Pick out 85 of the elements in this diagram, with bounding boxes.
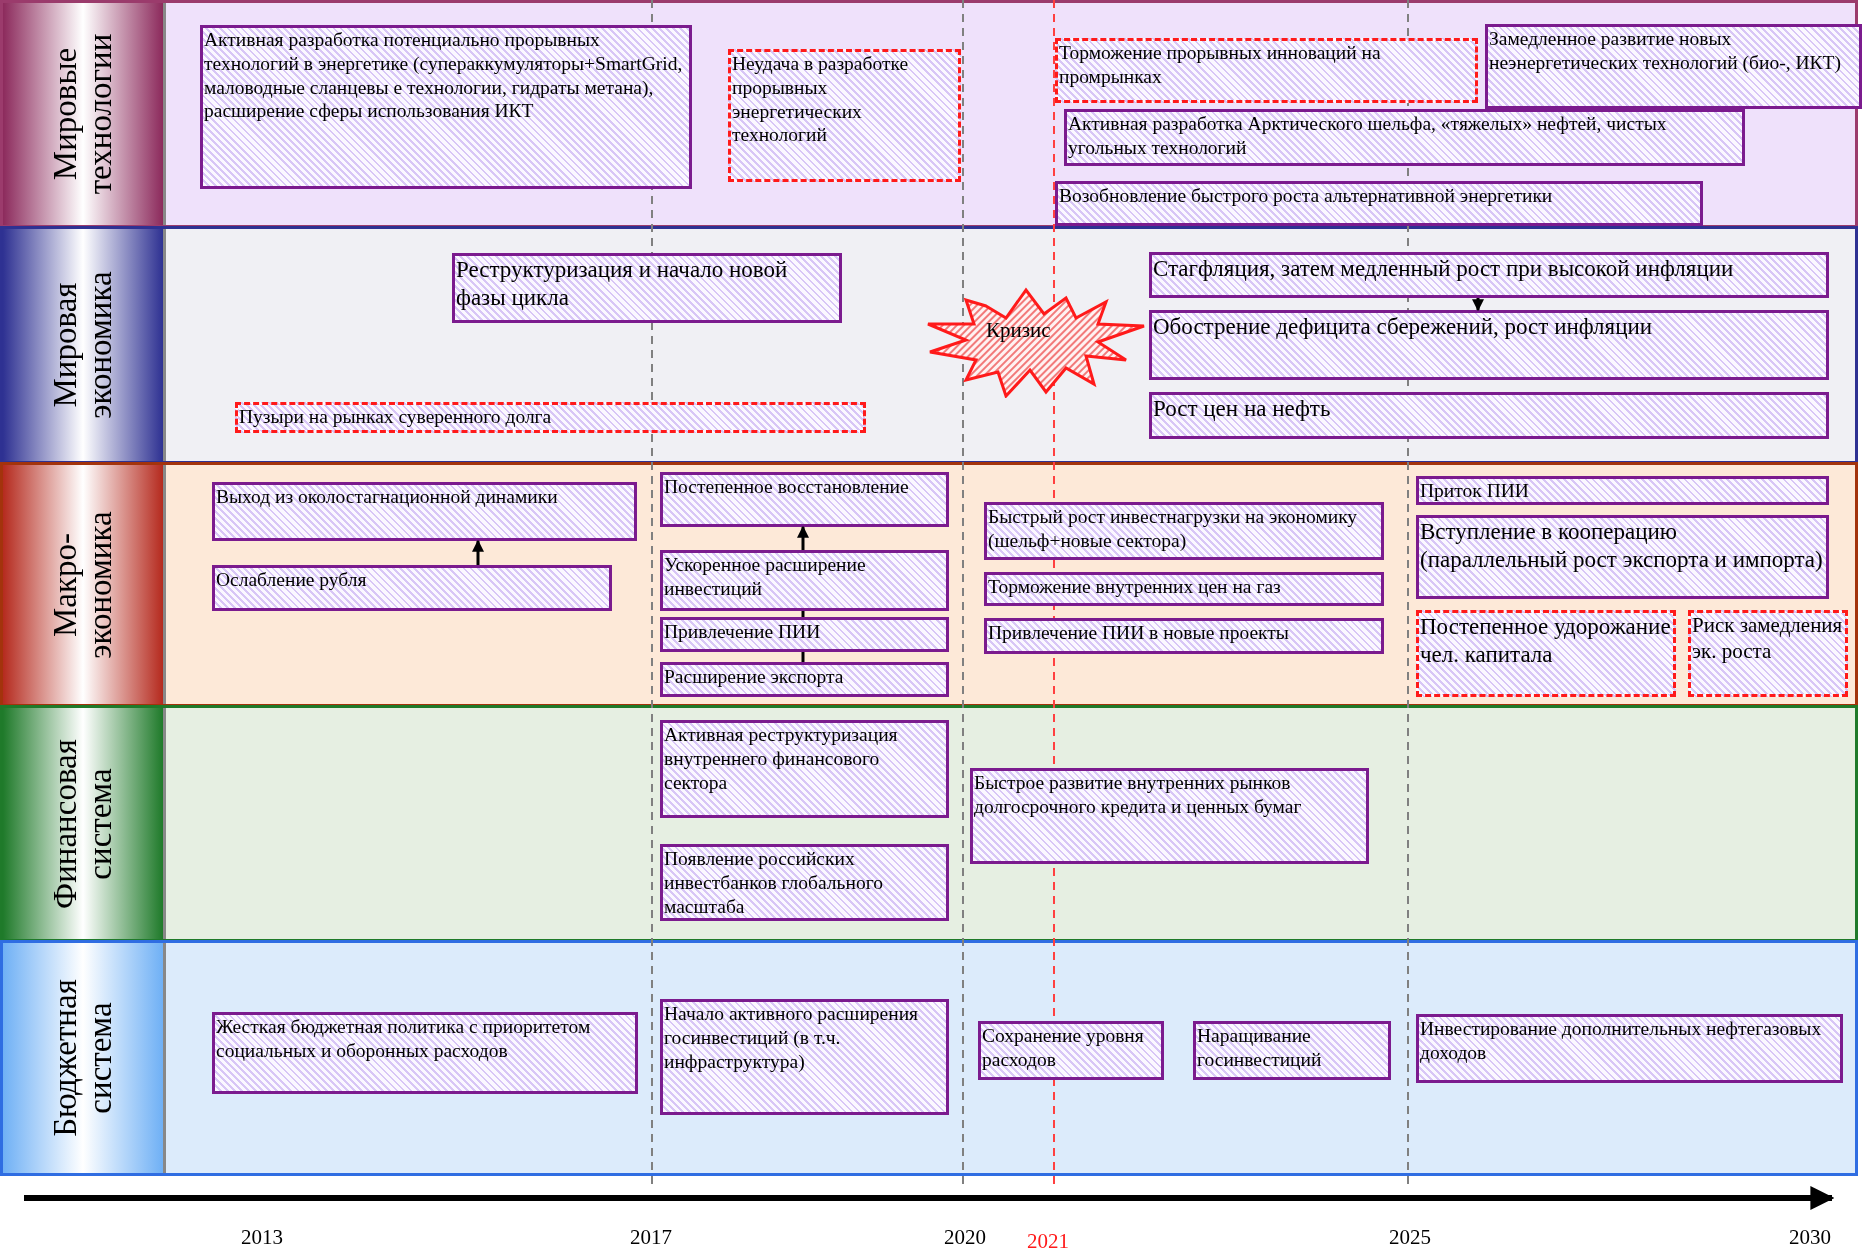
event-box (984, 502, 1384, 560)
event-box (660, 550, 949, 611)
event-box (1416, 1014, 1843, 1083)
event-box (970, 768, 1369, 864)
year-label: 2020 (944, 1225, 986, 1250)
event-box (1149, 252, 1829, 298)
connector-line (801, 652, 805, 662)
connector-line (801, 611, 805, 617)
box-text: Рост цен на нефть (1153, 396, 1331, 421)
box-text: Пузыри на рынках суверенного долга (239, 406, 552, 427)
event-box (1193, 1021, 1391, 1080)
event-box (1416, 515, 1829, 599)
box-text: Стагфляция, затем медленный рост при высокой инфляции (1153, 256, 1734, 281)
box-text: Расширение экспорта (664, 666, 844, 687)
event-box (1149, 392, 1829, 439)
swimlane-band (0, 940, 1858, 1176)
event-box (212, 482, 637, 541)
risk-box (728, 49, 961, 182)
box-text: Постепенное восстановление (664, 476, 909, 497)
band-title: Макро- экономика (48, 509, 118, 661)
event-box (1064, 109, 1745, 166)
box-text: Торможение внутренних цен на газ (988, 576, 1281, 597)
band-title: Мировые технологии (48, 32, 118, 197)
box-text: Ослабление рубля (216, 569, 367, 590)
event-box (978, 1021, 1164, 1080)
swimlane-band (0, 705, 1858, 942)
event-box (200, 25, 692, 189)
box-text: Риск замедления эк. роста (1692, 613, 1843, 663)
box-text: Появление российских инвестбанков глобального масштаба (664, 848, 883, 917)
box-text: Жесткая бюджетная политика с приоритетом социальных и оборонных расходов (216, 1016, 591, 1061)
event-box (984, 572, 1384, 606)
event-box (212, 565, 612, 611)
risk-box (1416, 610, 1676, 697)
box-text: Активная разработка потенциально прорывных технологий в энергетике (супераккумуляторы+SmartGrid, маловодные сланцевы е технологии, гидраты метана), расширение сферы использования ИКТ (204, 29, 683, 122)
box-text: Привлечение ПИИ в новые проекты (988, 622, 1289, 643)
box-text: Неудача в разработке прорывных энергетических технологий (732, 53, 909, 146)
box-text: Замедленное развитие новых неэнергетических технологий (био-, ИКТ) (1489, 28, 1841, 73)
box-text: Приток ПИИ (1420, 480, 1529, 501)
year-label: 2021 (1027, 1229, 1069, 1254)
box-text: Начало активного расширения госинвестиций (в т.ч. инфраструктура) (664, 1003, 919, 1072)
box-text: Быстрое развитие внутренних рынков долгосрочного кредита и ценных бумаг (974, 772, 1302, 817)
box-text: Инвестирование дополнительных нефтегазовых доходов (1420, 1018, 1822, 1063)
box-text: Торможение прорывных инноваций на промрынках (1059, 42, 1381, 87)
year-label: 2025 (1389, 1225, 1431, 1250)
event-box (660, 617, 949, 652)
swimlane-band (0, 226, 1858, 464)
box-text: Быстрый рост инвестнагрузки на экономику (шельф+новые сектора) (988, 506, 1358, 551)
event-box (984, 618, 1384, 654)
event-box (660, 662, 949, 697)
box-text: Вступление в кооперацию (параллельный рост экспорта и импорта) (1420, 519, 1823, 573)
risk-box (1055, 38, 1478, 103)
event-box (1149, 310, 1829, 380)
event-box (660, 472, 949, 527)
year-label: 2017 (630, 1225, 672, 1250)
box-text: Привлечение ПИИ (664, 621, 821, 642)
year-label: 2030 (1789, 1225, 1831, 1250)
box-text: Реструктуризация и начало новой фазы цикла (456, 257, 788, 311)
event-box (1485, 24, 1862, 109)
event-box (660, 720, 949, 818)
box-text: Наращивание госинвестиций (1197, 1025, 1322, 1070)
box-text: Выход из околостагнационной динамики (216, 486, 558, 507)
box-text: Ускоренное расширение инвестиций (664, 554, 866, 599)
event-box (452, 253, 842, 323)
box-text: Сохранение уровня расходов (982, 1025, 1144, 1070)
band-title: Бюджетная система (48, 978, 118, 1139)
box-text: Возобновление быстрого роста альтернативной энергетики (1059, 185, 1553, 206)
arrow (1472, 298, 1484, 312)
event-box (212, 1012, 638, 1094)
swimlane-band (0, 462, 1858, 707)
box-text: Активная реструктуризация внутреннего финансового сектора (664, 724, 898, 793)
band-title: Мировая экономика (48, 270, 118, 421)
year-label: 2013 (241, 1225, 283, 1250)
box-text: Кризис (986, 318, 1051, 342)
band-title: Финансовая система (48, 737, 118, 911)
event-box (660, 844, 949, 921)
arrow (472, 539, 484, 565)
event-box (1055, 181, 1703, 226)
event-box (1416, 476, 1829, 505)
arrow (797, 525, 809, 550)
box-text: Постепенное удорожание чел. капитала (1420, 614, 1671, 668)
risk-box (235, 402, 866, 433)
box-text: Обострение дефицита сбережений, рост инфляции (1153, 314, 1653, 339)
risk-box (1688, 610, 1848, 697)
event-box (660, 999, 949, 1115)
box-text: Активная разработка Арктического шельфа, «тяжелых» нефтей, чистых угольных технологий (1068, 113, 1667, 158)
